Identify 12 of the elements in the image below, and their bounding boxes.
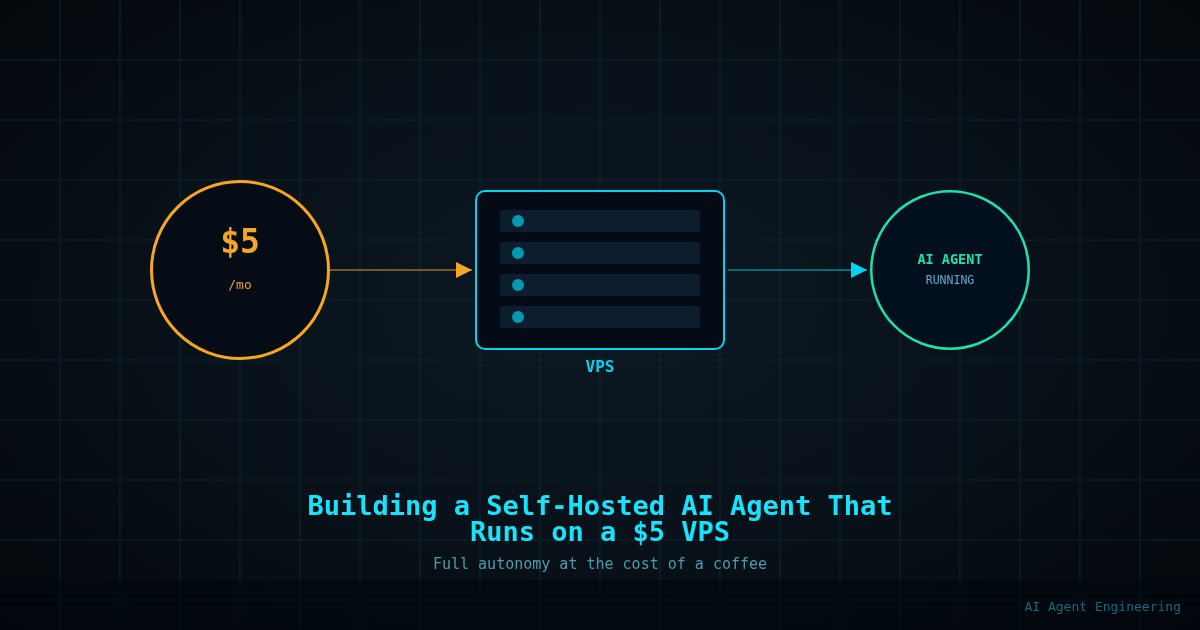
arrow	[329, 262, 473, 278]
agent-circle	[870, 190, 1030, 350]
price-period: /mo	[227, 278, 253, 291]
node-label: VPS	[584, 358, 616, 375]
subtitle: Full autonomy at the cost of a coffee	[431, 556, 769, 572]
status-text: RUNNING	[924, 275, 976, 287]
footer-text: AI Agent Engineering	[1024, 600, 1181, 614]
agent-title: AI AGENT	[916, 253, 984, 267]
arrow	[727, 262, 868, 278]
title: Building a Self-Hosted AI Agent That Runs on a $5 VPS	[306, 493, 894, 545]
price-amount: $5	[219, 225, 261, 258]
price-circle	[150, 180, 330, 360]
